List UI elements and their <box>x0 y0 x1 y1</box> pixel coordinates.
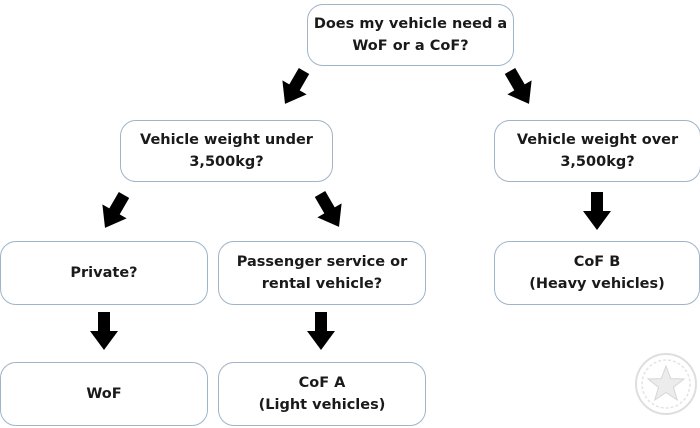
question-private: Private? <box>0 241 208 305</box>
result-cof-b-label: CoF B (Heavy vehicles) <box>529 254 665 292</box>
result-cof-a: CoF A (Light vehicles) <box>218 362 426 426</box>
star-badge-icon <box>635 353 697 415</box>
question-weight-over: Vehicle weight over 3,500kg? <box>494 120 700 182</box>
question-private-label: Private? <box>70 265 138 281</box>
result-cof-b: CoF B (Heavy vehicles) <box>494 241 700 305</box>
result-cof-a-label: CoF A (Light vehicles) <box>258 375 386 413</box>
question-weight-under-label: Vehicle weight under 3,500kg? <box>140 132 313 170</box>
question-passenger-service-label: Passenger service or rental vehicle? <box>236 254 408 292</box>
arrow-passenger-to-cofa-icon <box>307 312 335 350</box>
arrow-root-to-under-icon <box>272 63 317 111</box>
question-needs-wof-or-cof: Does my vehicle need a WoF or a CoF? <box>307 4 514 66</box>
arrow-under-to-passenger-icon <box>307 186 352 234</box>
question-weight-under: Vehicle weight under 3,500kg? <box>120 120 333 182</box>
question-weight-over-label: Vehicle weight over 3,500kg? <box>516 132 679 170</box>
arrow-private-to-wof-icon <box>90 312 118 350</box>
arrow-over-to-cofb-icon <box>583 192 611 230</box>
arrow-root-to-over-icon <box>497 63 542 111</box>
result-wof: WoF <box>0 362 208 426</box>
arrow-under-to-private-icon <box>92 187 137 235</box>
question-needs-wof-or-cof-label: Does my vehicle need a WoF or a CoF? <box>313 16 508 54</box>
result-wof-label: WoF <box>86 386 122 402</box>
question-passenger-service: Passenger service or rental vehicle? <box>218 241 426 305</box>
